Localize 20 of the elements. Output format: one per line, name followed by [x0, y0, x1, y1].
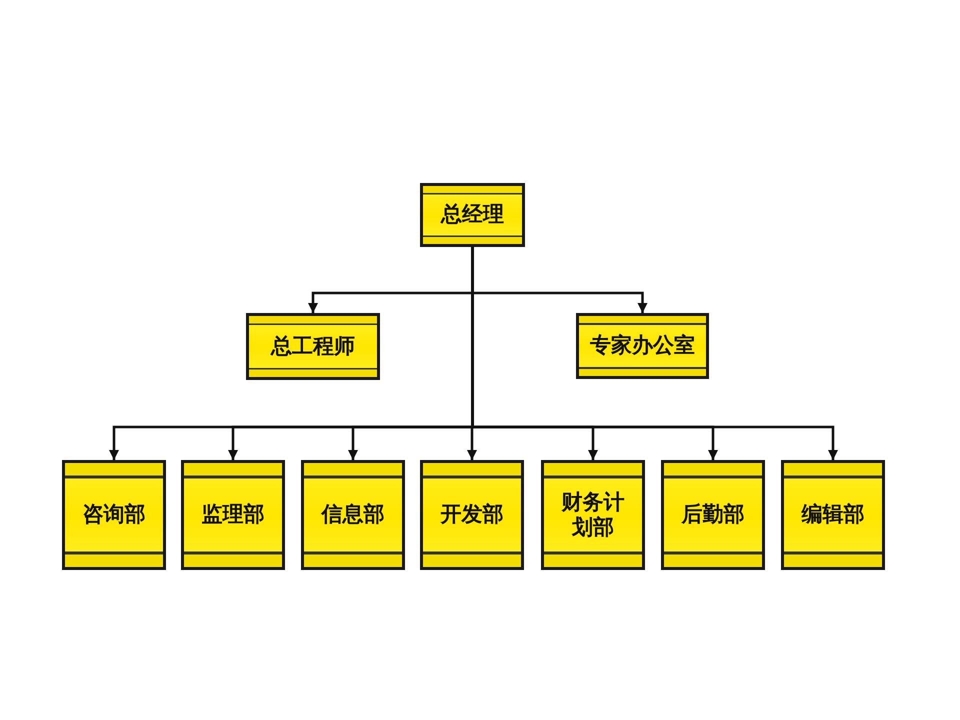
box-label: 开发部	[440, 502, 504, 528]
org-box	[781, 460, 885, 570]
org-box	[62, 460, 166, 570]
box-label: 信息部	[322, 502, 384, 528]
org-box	[576, 313, 709, 379]
box-label: 专家办公室	[590, 333, 695, 359]
box-label: 编辑部	[802, 502, 864, 528]
org-box	[661, 460, 765, 570]
box-label: 咨询部	[82, 502, 146, 528]
org-box	[420, 460, 524, 570]
org-box	[246, 313, 380, 380]
org-box	[541, 460, 645, 570]
box-label: 总工程师	[271, 334, 355, 360]
org-box	[420, 183, 525, 247]
box-label: 财务计划部	[560, 490, 626, 540]
box-label: 后勤部	[682, 502, 744, 528]
box-label: 监理部	[202, 502, 264, 528]
org-box	[301, 460, 405, 570]
box-label: 总经理	[441, 202, 504, 228]
org-box	[181, 460, 285, 570]
